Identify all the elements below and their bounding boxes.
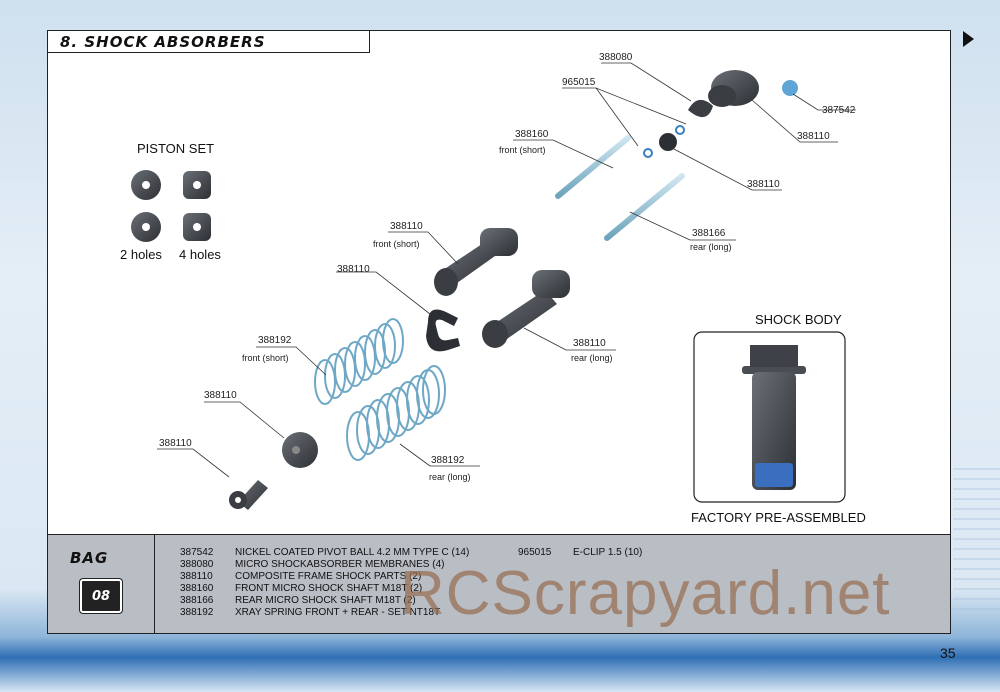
bag-column: BAG 08 bbox=[48, 535, 155, 633]
callout-388160: 388160 bbox=[515, 129, 549, 140]
callout-965015: 965015 bbox=[562, 77, 596, 88]
callout-388110-front-sub: front (short) bbox=[373, 239, 420, 249]
callout-388192-front-sub: front (short) bbox=[242, 353, 289, 363]
callout-388160-sub: front (short) bbox=[499, 145, 546, 155]
callout-387542: 387542 bbox=[822, 105, 856, 116]
shock-body-rear bbox=[482, 270, 570, 348]
piston-4hole-bottom bbox=[183, 213, 211, 241]
callout-388110-rear-sub: rear (long) bbox=[571, 353, 613, 363]
piston-2hole-bottom bbox=[131, 212, 161, 242]
rod-end-388110 bbox=[229, 480, 268, 510]
shock-body-title: SHOCK BODY bbox=[755, 312, 842, 327]
piston-set-title: PISTON SET bbox=[137, 141, 214, 156]
piston-4hole-top bbox=[183, 171, 211, 199]
bag-label: BAG bbox=[70, 549, 109, 567]
section-title: 8. SHOCK ABSORBERS bbox=[48, 31, 370, 53]
piston-with-eclips bbox=[643, 125, 685, 158]
callout-388110-top-right: 388110 bbox=[797, 131, 830, 142]
callout-388166: 388166 bbox=[692, 228, 726, 239]
shock-body-caption: FACTORY PRE-ASSEMBLED bbox=[691, 510, 866, 525]
callout-388110-mid-right: 388110 bbox=[747, 179, 780, 190]
shock-body-illustration bbox=[742, 345, 806, 490]
piston-2holes-label: 2 holes bbox=[120, 247, 162, 262]
shock-body-front bbox=[434, 228, 518, 296]
callout-388192-rear-sub: rear (long) bbox=[429, 472, 471, 482]
callout-388110-front: 388110 bbox=[390, 221, 423, 232]
shock-cap-top bbox=[708, 70, 759, 107]
page-number: 35 bbox=[940, 645, 956, 661]
callout-388166-sub: rear (long) bbox=[690, 242, 732, 252]
callout-388110-end: 388110 bbox=[159, 438, 192, 449]
next-page-arrow-icon[interactable] bbox=[963, 31, 974, 47]
pivot-ball-387542 bbox=[782, 80, 798, 96]
shaft-front-388160 bbox=[555, 135, 631, 199]
side-decoration bbox=[953, 460, 1000, 610]
clip-388110 bbox=[426, 309, 460, 352]
callout-388110-clip: 388110 bbox=[337, 264, 370, 275]
piston-2hole-top bbox=[131, 170, 161, 200]
bag-number-badge: 08 bbox=[79, 578, 123, 614]
callout-388192-front: 388192 bbox=[258, 335, 292, 346]
callout-388080: 388080 bbox=[599, 52, 633, 63]
watermark: RCScrapyard.net bbox=[400, 559, 891, 628]
piston-4holes-label: 4 holes bbox=[179, 247, 221, 262]
spring-rear bbox=[346, 365, 446, 461]
spring-front bbox=[314, 318, 404, 405]
callout-388110-rear: 388110 bbox=[573, 338, 606, 349]
spring-cap-388110 bbox=[282, 432, 318, 468]
membrane-388080 bbox=[688, 99, 713, 118]
callout-388110-cap: 388110 bbox=[204, 390, 237, 401]
callout-388192-rear: 388192 bbox=[431, 455, 465, 466]
shaft-rear-388166 bbox=[604, 173, 685, 241]
